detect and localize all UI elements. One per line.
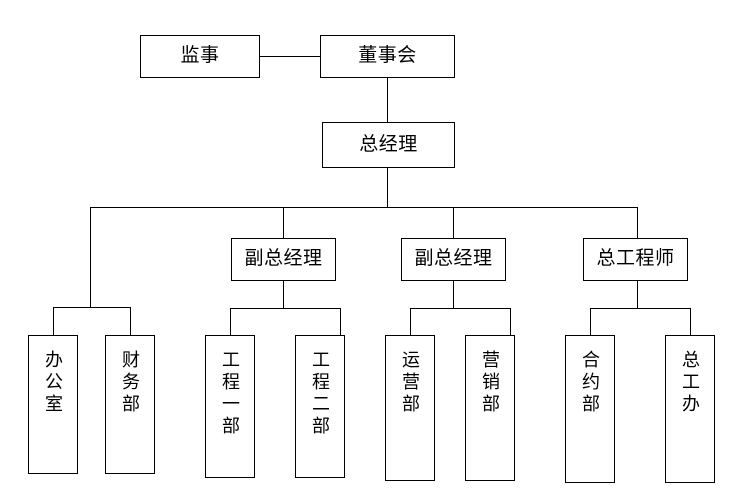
connector-drop-finance xyxy=(130,307,131,335)
connector-drop-chief-engineer-office xyxy=(690,308,691,335)
node-operations-department[interactable]: 运营部 xyxy=(385,335,435,481)
connector-board-to-gm xyxy=(387,77,388,122)
node-board-of-directors[interactable]: 董事会 xyxy=(320,35,455,78)
connector-drop-admin-branch xyxy=(90,207,91,307)
node-chief-engineer[interactable]: 总工程师 xyxy=(583,238,688,281)
connector-drop-engineering-2 xyxy=(340,308,341,335)
connector-chief-engineer-stem xyxy=(637,281,638,308)
node-general-manager-label: 总经理 xyxy=(359,133,418,155)
connector-deputy-gm-1-subbus xyxy=(230,308,340,309)
node-supervisor-label: 监事 xyxy=(180,45,220,67)
node-marketing-department[interactable]: 营销部 xyxy=(465,335,515,481)
node-engineering-department-1-label: 工程一部 xyxy=(220,350,240,438)
connector-drop-operations xyxy=(410,308,411,335)
connector-deputy-gm-2-subbus xyxy=(410,308,510,309)
node-contract-department-label: 合约部 xyxy=(580,350,600,416)
connector-drop-marketing xyxy=(510,308,511,335)
node-finance-department[interactable]: 财务部 xyxy=(105,335,155,474)
node-marketing-department-label: 营销部 xyxy=(480,350,500,416)
connector-drop-deputy-gm-2 xyxy=(453,207,454,238)
node-chief-engineer-label: 总工程师 xyxy=(596,248,675,270)
node-deputy-general-manager-2[interactable]: 副总经理 xyxy=(401,238,506,281)
connector-drop-office xyxy=(53,307,54,335)
node-chief-engineer-office-label: 总工办 xyxy=(680,350,700,416)
node-board-of-directors-label: 董事会 xyxy=(358,45,417,67)
connector-drop-deputy-gm-1 xyxy=(283,207,284,238)
connector-main-bus xyxy=(90,207,638,208)
connector-deputy-gm-1-stem xyxy=(283,281,284,308)
node-contract-department[interactable]: 合约部 xyxy=(565,335,615,483)
connector-chief-engineer-subbus xyxy=(590,308,690,309)
connector-gm-stem xyxy=(387,168,388,207)
node-engineering-department-2[interactable]: 工程二部 xyxy=(295,335,345,478)
connector-admin-subbus xyxy=(53,307,131,308)
node-engineering-department-1[interactable]: 工程一部 xyxy=(205,335,255,478)
node-office[interactable]: 办公室 xyxy=(28,335,78,474)
node-office-label: 办公室 xyxy=(43,350,63,416)
node-chief-engineer-office[interactable]: 总工办 xyxy=(665,335,715,483)
node-finance-department-label: 财务部 xyxy=(120,350,140,416)
node-supervisor[interactable]: 监事 xyxy=(140,35,260,78)
node-deputy-general-manager-2-label: 副总经理 xyxy=(414,248,493,270)
node-general-manager[interactable]: 总经理 xyxy=(322,122,455,168)
node-deputy-general-manager-1-label: 副总经理 xyxy=(244,248,323,270)
node-engineering-department-2-label: 工程二部 xyxy=(310,350,330,438)
connector-drop-contract xyxy=(590,308,591,335)
node-deputy-general-manager-1[interactable]: 副总经理 xyxy=(231,238,336,281)
connector-supervisor-to-board xyxy=(260,56,320,57)
connector-deputy-gm-2-stem xyxy=(453,281,454,308)
connector-drop-chief-engineer xyxy=(637,207,638,238)
connector-drop-engineering-1 xyxy=(230,308,231,335)
node-operations-department-label: 运营部 xyxy=(400,350,420,416)
